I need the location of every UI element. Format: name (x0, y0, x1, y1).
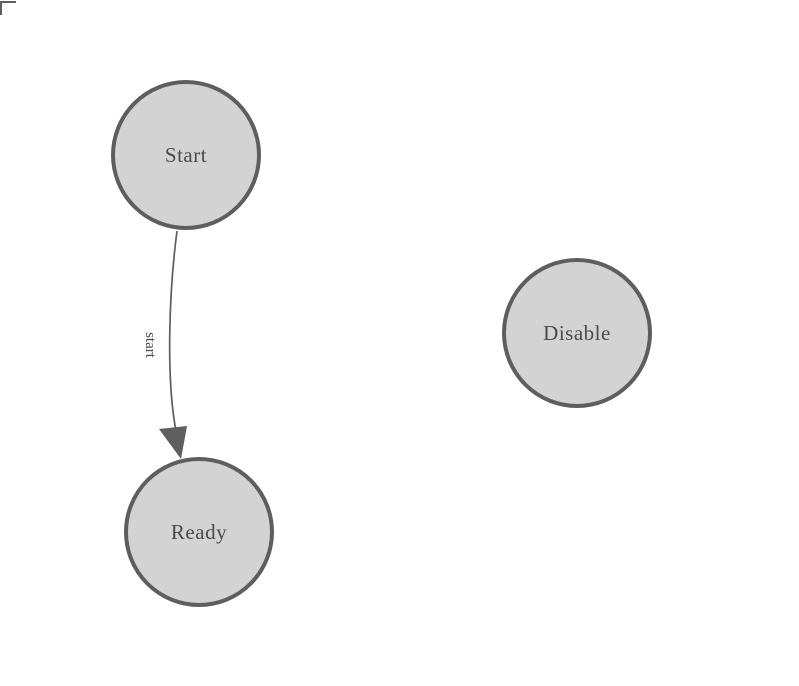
state-node-disable-label: Disable (543, 320, 611, 345)
state-node-disable[interactable]: Disable (502, 258, 652, 408)
state-node-start-label: Start (164, 142, 208, 167)
transition-label[interactable]: start (142, 332, 158, 359)
state-node-ready[interactable]: Ready (124, 457, 274, 607)
state-node-ready-label: Ready (170, 519, 228, 544)
transition-edge-start-to-ready[interactable] (168, 230, 178, 432)
canvas-corner-mark-icon (0, 1, 16, 15)
arrowhead-icon (159, 426, 187, 459)
state-node-start[interactable]: Start (111, 80, 261, 230)
